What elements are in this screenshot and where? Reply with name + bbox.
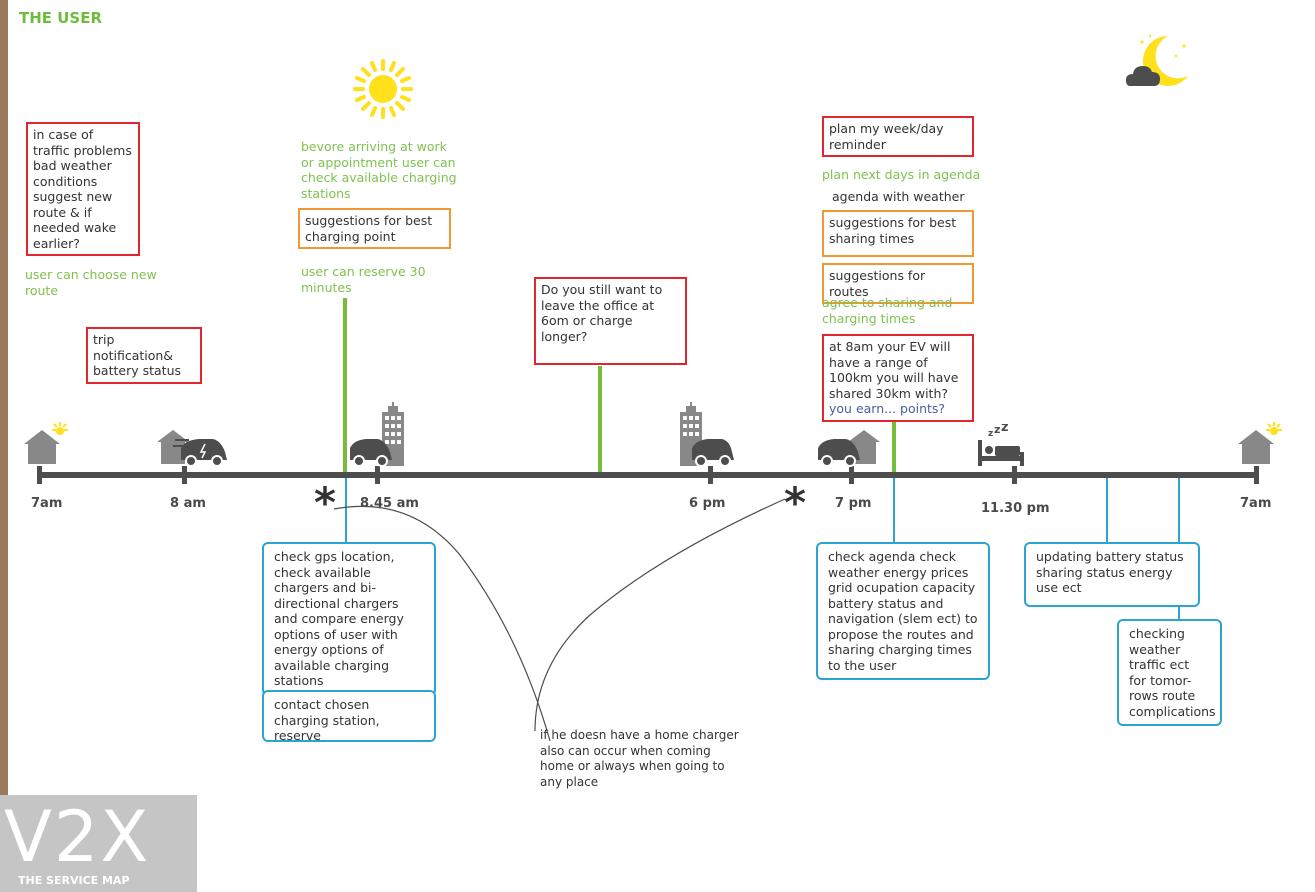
asterisk-icon: *: [314, 478, 336, 527]
tick-1130pm: [1012, 466, 1017, 484]
trip-notification-box: trip notification& battery status: [86, 327, 202, 384]
plan-week-box: plan my week/day reminder: [822, 116, 974, 157]
time-label-7am-end: 7am: [1240, 496, 1272, 511]
tick-7pm: [849, 466, 854, 484]
arrival-note: bevore arriving at work or appointment u…: [301, 139, 457, 201]
tick-8am: [182, 466, 187, 484]
time-label-7am: 7am: [31, 496, 63, 511]
checking-weather-box: checking weather traffic ect for tomor-r…: [1117, 619, 1222, 726]
timeline-axis: [37, 472, 1259, 478]
agenda-weather-note: agenda with weather: [832, 189, 965, 204]
updating-status-box: updating battery status sharing status e…: [1024, 542, 1200, 607]
logo-mark: V2X: [4, 796, 151, 878]
time-label-6pm: 6 pm: [689, 496, 726, 511]
reserve-note: user can reserve 30 minutes: [301, 264, 426, 295]
range-connector: [892, 422, 896, 472]
contact-station-box: contact chosen charging station, reserve: [262, 690, 436, 743]
reserve-connector: [343, 298, 347, 472]
time-label-8am: 8 am: [170, 496, 206, 511]
home-charger-note: if he doesn have a home charger also can…: [540, 728, 739, 789]
agenda-check-box: check agenda check weather energy prices…: [816, 542, 990, 680]
page-title: THE USER: [19, 9, 103, 27]
traffic-suggestion-box: in case of traffic problems bad weather …: [26, 122, 140, 256]
v2x-logo: V2X THE SERVICE MAP: [0, 795, 197, 892]
house-sun-end-icon: [1238, 422, 1282, 464]
sharing-times-box: suggestions for best sharing times: [822, 210, 974, 257]
range-box-accent: you earn... points?: [829, 401, 946, 416]
asterisk-connector-lines: [333, 498, 786, 742]
range-box-text: at 8am your EV will have a range of 100k…: [829, 339, 959, 401]
agree-note: agree to sharing and charging times: [822, 295, 953, 326]
leave-office-box: Do you still want to leave the office at…: [534, 277, 687, 365]
diagram-sheet: [8, 0, 1315, 892]
car-house-icon: [818, 430, 880, 467]
car-building-icon: [350, 402, 404, 467]
routes-box: suggestions for routes: [822, 263, 974, 304]
house-car-icon: [157, 430, 227, 467]
svg-text:z: z: [988, 429, 993, 439]
house-sun-icon: [24, 422, 68, 464]
time-label-1130pm: 11.30 pm: [981, 501, 1050, 516]
time-label-7pm: 7 pm: [835, 496, 872, 511]
svg-text:z: z: [1001, 424, 1009, 435]
bed-icon: z z z: [978, 424, 1024, 466]
office-connector: [598, 366, 602, 472]
logo-subtitle: THE SERVICE MAP: [18, 874, 130, 887]
moon-cloud-icon: [1126, 34, 1188, 86]
tick-7am-end: [1254, 466, 1259, 484]
updating-connector: [1106, 478, 1108, 542]
gps-connector: [345, 478, 347, 542]
tick-845am: [375, 466, 380, 484]
sun-icon: [353, 59, 413, 119]
tick-6pm: [708, 466, 713, 484]
plan-next-note: plan next days in agenda: [822, 167, 981, 182]
gps-check-box: check gps location, check available char…: [262, 542, 436, 696]
tick-7am: [37, 466, 42, 484]
svg-text:z: z: [994, 424, 1000, 436]
asterisk-icon-2: *: [784, 478, 806, 527]
building-car-icon: [680, 402, 734, 467]
choose-route-note: user can choose new route: [25, 267, 157, 298]
range-box: at 8am your EV will have a range of 100k…: [822, 334, 974, 422]
best-charging-point-box: suggestions for best charging point: [298, 208, 451, 249]
agenda-connector: [893, 478, 895, 544]
